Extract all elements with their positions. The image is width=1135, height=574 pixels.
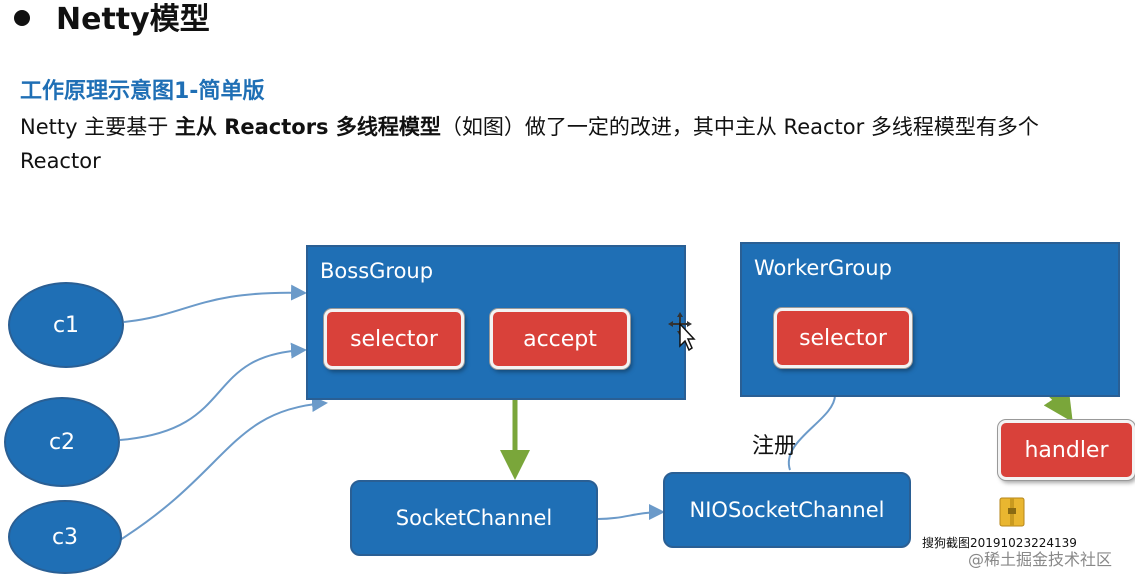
boss-selector: selector xyxy=(324,309,464,369)
desc-part-1: Netty 主要基于 xyxy=(20,115,169,139)
nio-register-line xyxy=(787,394,836,471)
nio-socket-channel: NIOSocketChannel xyxy=(663,472,911,548)
c2-to-bossgroup-arrow xyxy=(119,342,307,441)
client-c1: c1 xyxy=(8,282,124,368)
folder-icon xyxy=(999,497,1025,527)
slide-description: Netty 主要基于 主从 Reactors 多线程模型（如图）做了一定的改进，… xyxy=(20,110,1120,178)
boss-accept: accept xyxy=(490,309,630,369)
register-label: 注册 xyxy=(752,434,797,459)
socket-channel: SocketChannel xyxy=(350,480,598,556)
client-c2: c2 xyxy=(4,397,120,487)
worker-group-label: WorkerGroup xyxy=(754,256,892,280)
desc-bold: 主从 Reactors 多线程模型 xyxy=(174,115,441,139)
slide-subtitle: 工作原理示意图1-简单版 xyxy=(20,79,265,104)
c1-to-bossgroup-arrow xyxy=(123,284,307,323)
worker-selector: selector xyxy=(774,308,912,368)
move-cursor-icon xyxy=(668,312,696,352)
socketchannel-to-nio-arrow xyxy=(597,504,665,521)
client-c3: c3 xyxy=(8,500,122,574)
boss-group-label: BossGroup xyxy=(320,259,434,283)
page-title: Netty模型 xyxy=(56,2,210,37)
desc-part-2: （如图）做了一定的改进，其中主从 Reactor 多线程模型有多个 Reacto… xyxy=(20,115,1039,173)
handler-box: handler xyxy=(998,420,1135,480)
bullet-icon xyxy=(14,10,30,26)
boss-group: BossGroup selector accept xyxy=(306,245,686,400)
worker-group: WorkerGroup selector xyxy=(740,242,1120,397)
site-watermark: @稀土掘金技术社区 xyxy=(968,550,1113,569)
c3-to-bossgroup-arrow xyxy=(119,396,328,541)
capture-watermark: 搜狗截图20191023224139 xyxy=(922,536,1077,550)
